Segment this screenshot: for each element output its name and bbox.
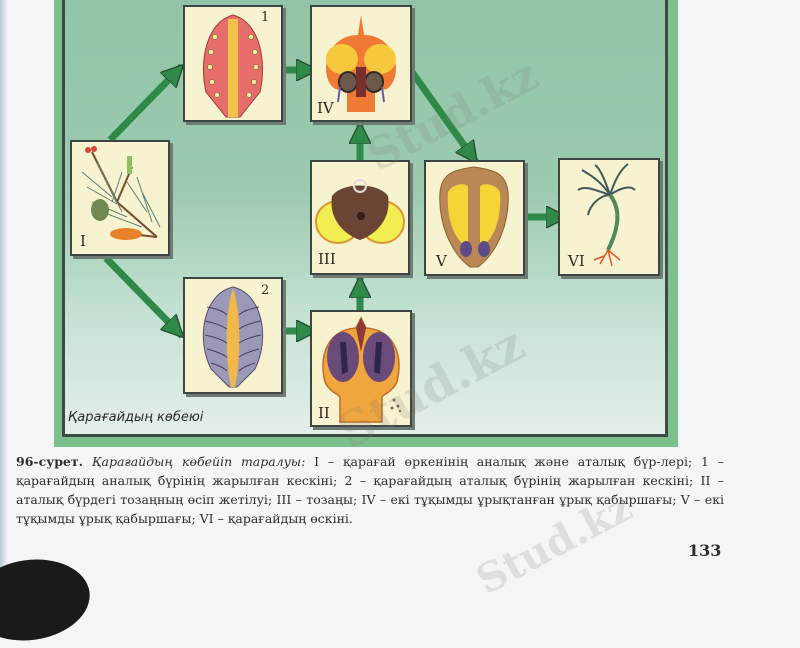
figure-caption: 96-сурет. Қарағайдың көбейіп таралуы: I …: [16, 452, 724, 528]
seedling-icon: [577, 163, 636, 267]
box-label: IV: [317, 99, 334, 117]
seed-scale-icon: [439, 166, 509, 268]
pine-shoot-icon: [81, 146, 161, 240]
male-cone-section-icon: [202, 286, 264, 388]
box-label: I: [80, 232, 86, 250]
box-VI-seedling: VI: [558, 158, 660, 276]
pollen-sac-icon: [322, 316, 402, 423]
box-I-pine-shoot: I: [70, 140, 170, 256]
figure-title: Қарағайдың көбейіп таралуы:: [91, 454, 306, 469]
box-V-seed-scale: V: [424, 160, 525, 276]
box-2-male-cone: 2: [183, 277, 283, 394]
box-label: III: [318, 250, 336, 268]
box-1-female-cone: 1: [183, 5, 283, 122]
figure-number: 96-сурет.: [16, 454, 83, 469]
figure-caption-text: I – қарағай өркенінің аналық және аталық…: [16, 454, 724, 526]
box-label: 1: [261, 10, 270, 25]
arrow-I-to-2: [103, 255, 182, 336]
female-cone-section-icon: [203, 14, 263, 118]
box-label: VI: [568, 252, 585, 270]
box-II-pollen-development: II: [310, 310, 412, 427]
box-IV-fertilized-ovule: IV: [310, 5, 412, 122]
pollen-grain-icon: [315, 179, 405, 244]
fertilized-ovule-icon: [326, 15, 396, 112]
box-III-pollen-grain: III: [310, 160, 410, 275]
page-number: 133: [688, 541, 722, 560]
figure-panel-caption: Қарағайдың көбеюі: [68, 410, 204, 425]
arrow-IV-to-V: [409, 69, 479, 162]
box-label: 2: [261, 283, 270, 298]
arrow-I-to-1: [107, 66, 182, 143]
box-label: II: [318, 404, 330, 422]
page-gutter-shadow: [0, 0, 8, 596]
box-label: V: [436, 252, 447, 270]
